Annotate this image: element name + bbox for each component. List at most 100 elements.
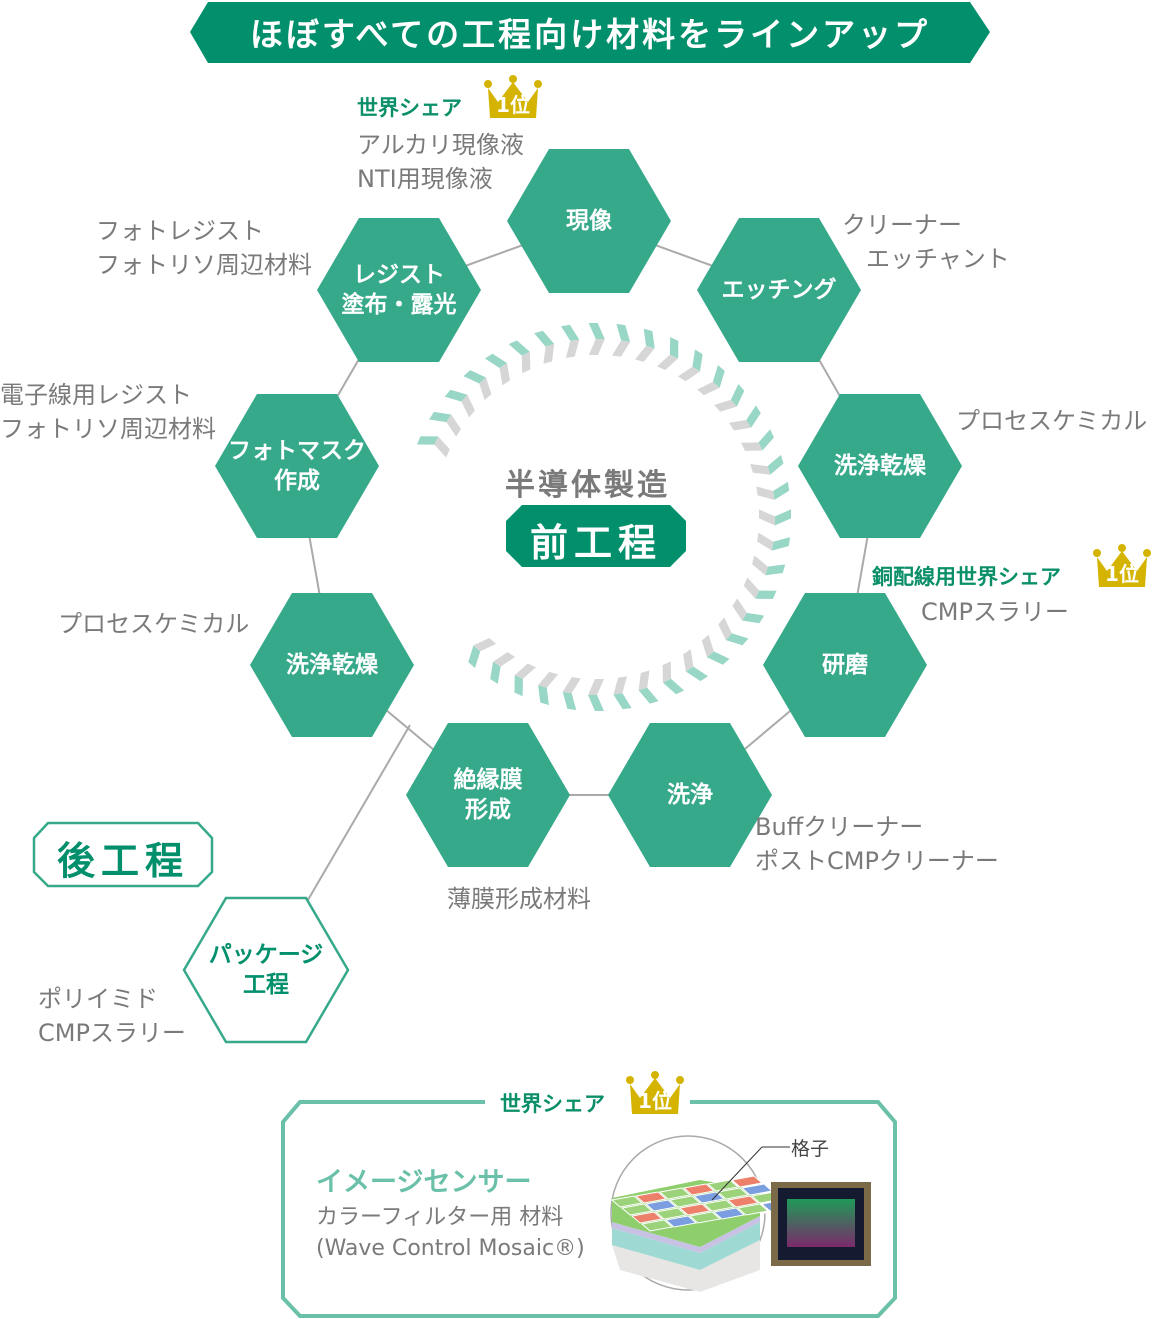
hex-label-polish: 研磨 <box>822 652 868 678</box>
grid-label: 格子 <box>791 1138 830 1160</box>
chevron <box>444 389 475 418</box>
banner-title: ほぼすべての工程向け材料をラインアップ <box>249 15 931 54</box>
hex-etching <box>697 218 861 362</box>
chevron <box>634 328 655 362</box>
back-process-label: 後工程 <box>56 839 189 883</box>
filter-cell <box>678 1203 712 1216</box>
cycle-arrow <box>416 322 792 711</box>
chevron <box>662 661 685 695</box>
chevron <box>729 405 761 431</box>
resist-materials: フォトレジスト フォトリソ周辺材料 <box>96 217 312 279</box>
color-filter-illustration <box>610 1135 794 1292</box>
center-subtitle: 半導体製造 <box>505 468 670 503</box>
chevron <box>752 555 786 576</box>
chevron <box>490 652 516 684</box>
chevron <box>561 324 580 358</box>
chevron <box>416 436 450 458</box>
filter-cell <box>664 1215 698 1228</box>
chevron <box>463 370 492 401</box>
chevron <box>677 349 703 382</box>
hex-photomask <box>215 394 379 538</box>
chevron <box>701 634 730 665</box>
filter-cell <box>640 1219 674 1232</box>
hex-label-resist: レジスト 塗布・露光 <box>341 262 457 318</box>
filter-cell <box>654 1207 688 1220</box>
filter-cell <box>644 1199 678 1212</box>
chevron <box>588 322 605 356</box>
filter-cell <box>620 1203 654 1216</box>
hex-label-clean: 洗浄 <box>667 782 713 808</box>
chevron <box>588 679 604 711</box>
hex-insulation <box>406 723 570 867</box>
hex-develop <box>507 149 671 293</box>
hex-label-clean-dry-right: 洗浄乾燥 <box>834 453 926 479</box>
hex-resist <box>317 218 481 362</box>
chevron <box>757 532 791 551</box>
crown-icon: 1位 <box>484 74 542 120</box>
chevron <box>758 509 792 526</box>
develop-materials: アルカリ現像液 NTI用現像液 <box>357 131 525 193</box>
chevron <box>657 337 679 371</box>
sensor-frame <box>281 1100 897 1318</box>
polish-materials: CMPスラリー <box>921 598 1069 626</box>
hex-clean <box>608 723 772 867</box>
chevron <box>612 323 631 357</box>
package-materials: ポリイミド CMPスラリー <box>38 985 186 1047</box>
chevron <box>697 365 725 396</box>
hex-package <box>182 896 350 1044</box>
chevron <box>714 383 745 412</box>
banner-shape <box>190 2 990 63</box>
sensor-description: カラーフィルター用 材料 (Wave Control Mosaic®) <box>316 1205 585 1261</box>
chevron <box>534 330 555 364</box>
sensor-share-label: 世界シェア <box>500 1092 605 1116</box>
filter-cell <box>688 1211 722 1224</box>
insulation-materials: 薄膜形成材料 <box>447 885 591 913</box>
filter-cell <box>658 1187 692 1200</box>
chevron <box>429 411 461 437</box>
front-process-badge <box>506 505 686 567</box>
hex-clean-dry-right <box>798 394 962 538</box>
chevron <box>468 637 497 669</box>
crown-icon: 1位 <box>626 1070 684 1116</box>
chevron <box>683 649 708 682</box>
hex-label-develop: 現像 <box>566 208 612 234</box>
filter-cell <box>726 1195 760 1208</box>
filter-cell <box>706 1179 740 1192</box>
photomask-materials: 電子線用レジスト フォトリソ周辺材料 <box>0 381 216 443</box>
crown-icon: 1位 <box>1093 543 1151 589</box>
chevron <box>741 429 774 451</box>
filter-cell <box>682 1183 716 1196</box>
clean-dry-left-materials: プロセスケミカル <box>58 610 250 638</box>
chevron <box>732 598 765 624</box>
chevron <box>756 481 790 500</box>
filter-cell <box>730 1175 764 1188</box>
clean-dry-right-materials: プロセスケミカル <box>956 407 1148 435</box>
filter-cell <box>702 1199 736 1212</box>
filter-cell <box>630 1211 664 1224</box>
hex-label-package: パッケージ 工程 <box>208 942 324 998</box>
back-process-badge <box>32 821 214 888</box>
chevron <box>750 454 784 475</box>
chevron <box>538 671 558 706</box>
hex-clean-dry-left <box>250 593 414 737</box>
clean-materials: Buffクリーナー ポストCMPクリーナー <box>755 813 999 875</box>
develop-share-label: 世界シェア <box>357 96 462 120</box>
front-process-label: 前工程 <box>529 521 662 565</box>
chevron <box>613 676 632 710</box>
hex-polish <box>763 593 927 737</box>
chevron <box>508 340 531 374</box>
sensor-title: イメージセンサー <box>316 1167 532 1198</box>
filter-cell <box>610 1195 644 1208</box>
filter-cell <box>716 1187 750 1200</box>
chevron <box>562 677 581 711</box>
image-sensor-chip <box>771 1182 871 1266</box>
chevron <box>638 670 659 704</box>
hex-label-etching: エッチング <box>721 277 837 303</box>
hex-label-clean-dry-left: 洗浄乾燥 <box>286 652 378 678</box>
chevron <box>514 663 536 697</box>
hex-label-photomask: フォトマスク 作成 <box>228 438 366 494</box>
chevron <box>718 617 749 646</box>
chevron <box>743 577 777 599</box>
